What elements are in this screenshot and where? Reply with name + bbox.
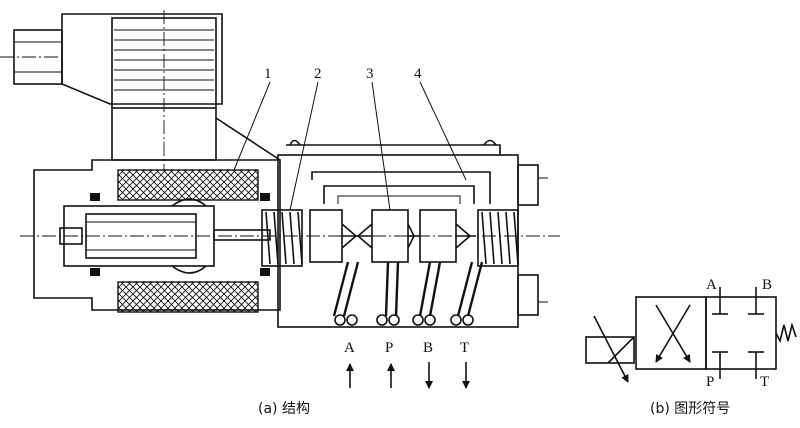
- port-passages: [332, 261, 484, 326]
- blocked-ports: [712, 297, 764, 369]
- solenoid-actuator-symbol: [585, 336, 635, 364]
- leader-2: [289, 81, 319, 211]
- leader-4: [419, 81, 467, 181]
- symbol-port-p: P: [706, 374, 714, 390]
- part-label-1: 1: [264, 66, 272, 82]
- caption-structure: (a) 结构: [258, 401, 310, 417]
- right-spring: [477, 209, 519, 267]
- part-label-3: 3: [366, 66, 374, 82]
- coil-winding-bottom: [117, 281, 259, 313]
- coil-winding-top: [117, 169, 259, 201]
- connector-plug: [0, 13, 223, 105]
- coil-housing-fins: [111, 10, 217, 170]
- symbol-port-b: B: [762, 277, 772, 293]
- port-label-a: A: [344, 340, 355, 356]
- spring-return-symbol: [775, 322, 797, 344]
- port-label-t: T: [460, 340, 469, 356]
- part-label-2: 2: [314, 66, 322, 82]
- left-spring: [261, 209, 303, 267]
- solenoid-body: [33, 108, 281, 313]
- symbol-port-a: A: [706, 277, 717, 293]
- position-box-crossed: [635, 296, 707, 370]
- variable-adjust-arrow: [593, 315, 629, 383]
- caption-symbol: (b) 图形符号: [650, 401, 730, 417]
- structure-drawing: 1 2 3 4 A P B T (a) 结构: [0, 10, 560, 417]
- port-label-b: B: [423, 340, 433, 356]
- leader-3: [371, 81, 391, 211]
- position-box-parallel: [705, 296, 777, 370]
- port-label-p: P: [385, 340, 393, 356]
- symbol-port-t: T: [760, 374, 769, 390]
- part-label-4: 4: [414, 66, 422, 82]
- leader-1: [233, 81, 271, 171]
- spool: [20, 209, 560, 263]
- symbol-drawing: A B P T (b) 图形符号: [585, 277, 797, 417]
